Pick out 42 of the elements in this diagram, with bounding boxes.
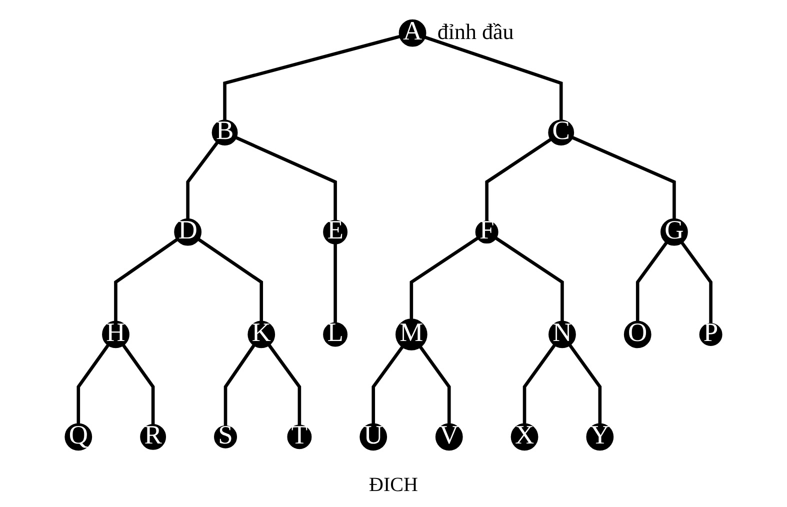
tree-edge bbox=[572, 136, 676, 220]
tree-edge bbox=[568, 344, 602, 424]
tree-node: V bbox=[435, 422, 463, 451]
tree-edge bbox=[76, 344, 110, 424]
tree-edge bbox=[198, 238, 264, 322]
tree-node: M bbox=[396, 318, 428, 350]
tree-node: C bbox=[548, 118, 574, 146]
tree-edge bbox=[223, 34, 401, 120]
tree-node: K bbox=[248, 320, 276, 348]
tree-edge bbox=[186, 141, 219, 220]
goal-label: ĐICH bbox=[369, 474, 418, 496]
node-caption: đỉnh đầu bbox=[437, 19, 514, 44]
tree-edge bbox=[372, 346, 404, 424]
tree-node: N bbox=[548, 320, 576, 348]
tree-edge bbox=[114, 238, 178, 322]
tree-edge bbox=[485, 138, 552, 222]
tree-edge bbox=[224, 344, 256, 426]
tree-node: H bbox=[102, 320, 130, 348]
tree-edge bbox=[494, 236, 564, 322]
tree-node: L bbox=[323, 320, 348, 348]
tree-node: U bbox=[360, 422, 388, 451]
tree-edge bbox=[418, 346, 451, 424]
tree-edge bbox=[268, 344, 302, 426]
tree-node: O bbox=[624, 320, 652, 348]
tree-node: D bbox=[174, 217, 202, 246]
tree-node: B bbox=[212, 118, 238, 146]
tree-node: R bbox=[140, 422, 166, 450]
tree-node: T bbox=[287, 422, 312, 450]
tree-edge bbox=[424, 36, 563, 120]
tree-node: E bbox=[323, 217, 348, 246]
tree-node: A bbox=[398, 18, 426, 47]
tree-edge bbox=[636, 241, 668, 322]
tree-node: X bbox=[510, 422, 538, 451]
tree-node: Q bbox=[64, 422, 92, 451]
tree-node: G bbox=[660, 217, 688, 246]
tree-edge bbox=[680, 241, 712, 324]
tree-edge bbox=[334, 243, 337, 324]
tree-edge bbox=[410, 236, 479, 320]
tree-edge bbox=[522, 344, 556, 424]
tree-edge bbox=[122, 344, 155, 425]
tree-node: Y bbox=[586, 422, 614, 451]
tree-edge bbox=[235, 136, 337, 221]
